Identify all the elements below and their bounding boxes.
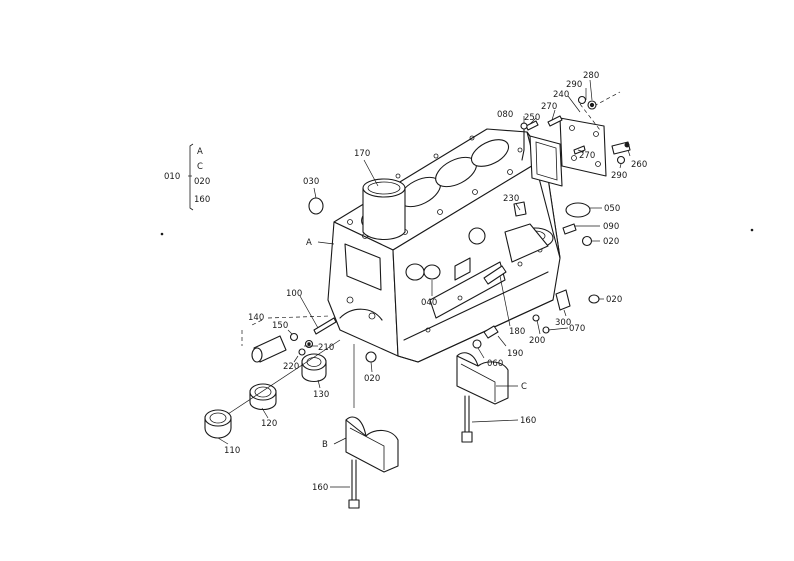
pin-100	[313, 317, 337, 335]
sensor-090	[562, 223, 577, 235]
nut-290-upper	[577, 95, 587, 105]
callout-020-left: 020	[364, 374, 380, 384]
stud-250	[525, 120, 539, 131]
plug-220	[298, 348, 306, 356]
callout-060: 060	[487, 359, 503, 369]
callout-a: A	[306, 238, 312, 248]
plug-020-right-lower	[588, 294, 600, 304]
callout-040: 040	[421, 298, 437, 308]
callout-290-lower: 290	[611, 171, 627, 181]
callout-c: C	[521, 382, 527, 392]
callout-kit-c: C	[197, 162, 203, 172]
bolt-280	[587, 100, 597, 110]
callout-240: 240	[553, 90, 569, 100]
callout-280: 280	[583, 71, 599, 81]
callout-kit-020: 020	[194, 177, 210, 187]
callout-050: 050	[604, 204, 620, 214]
callout-300: 300	[555, 318, 571, 328]
nut-150	[289, 332, 299, 342]
stud-270-lower	[573, 145, 586, 155]
bearing-cap-c	[456, 352, 509, 405]
bolt-160-middle	[461, 395, 473, 443]
callout-170: 170	[354, 149, 370, 159]
callout-130: 130	[313, 390, 329, 400]
plug-030	[308, 197, 324, 215]
oil-jet-180	[483, 265, 507, 285]
callout-290-upper: 290	[566, 80, 582, 90]
plug-040	[423, 264, 441, 280]
leader-lines	[188, 79, 631, 488]
callout-090: 090	[603, 222, 619, 232]
callout-200: 200	[529, 336, 545, 346]
callout-110: 110	[224, 446, 240, 456]
callout-150: 150	[272, 321, 288, 331]
bushing-110	[204, 409, 232, 439]
callout-labels: 010 A C 020 160 170 030 A 080 250 270 24…	[164, 71, 647, 493]
callout-020-right-upper: 020	[603, 237, 619, 247]
bolt-260	[611, 141, 631, 155]
plug-200	[532, 314, 540, 322]
callout-070: 070	[569, 324, 585, 334]
callout-210: 210	[318, 343, 334, 353]
callout-230: 230	[503, 194, 519, 204]
callout-140: 140	[248, 313, 264, 323]
callout-120: 120	[261, 419, 277, 429]
callout-160-lower: 160	[312, 483, 328, 493]
callout-220: 220	[283, 362, 299, 372]
plunger-140	[251, 335, 287, 363]
callout-250: 250	[524, 113, 540, 123]
plug-060	[472, 339, 482, 349]
nut-290-lower	[616, 155, 626, 165]
callout-270-lower: 270	[579, 151, 595, 161]
washer-210	[304, 339, 314, 349]
bolt-190	[483, 325, 499, 339]
bushing-130	[301, 353, 327, 383]
plug-050	[565, 202, 591, 218]
stud-270-upper	[547, 115, 563, 127]
callout-b: B	[322, 440, 328, 450]
bearing-cap-b	[345, 416, 399, 473]
callout-260: 260	[631, 160, 647, 170]
callout-kit-a: A	[197, 147, 203, 157]
callout-270-upper: 270	[541, 102, 557, 112]
cylinder-liner-170	[362, 178, 406, 241]
callout-kit-160: 160	[194, 195, 210, 205]
callout-100: 100	[286, 289, 302, 299]
callout-180: 180	[509, 327, 525, 337]
plug-020-right-upper	[581, 235, 593, 247]
fitting-300	[555, 289, 571, 311]
bolt-160-lower	[348, 459, 360, 509]
callout-160-middle: 160	[520, 416, 536, 426]
bushing-120	[249, 383, 277, 411]
callout-010: 010	[164, 172, 180, 182]
callout-020-right-lower: 020	[606, 295, 622, 305]
plug-230	[513, 201, 527, 217]
callout-190: 190	[507, 349, 523, 359]
callout-080: 080	[497, 110, 513, 120]
callout-030: 030	[303, 177, 319, 187]
plug-020-left	[365, 351, 377, 363]
